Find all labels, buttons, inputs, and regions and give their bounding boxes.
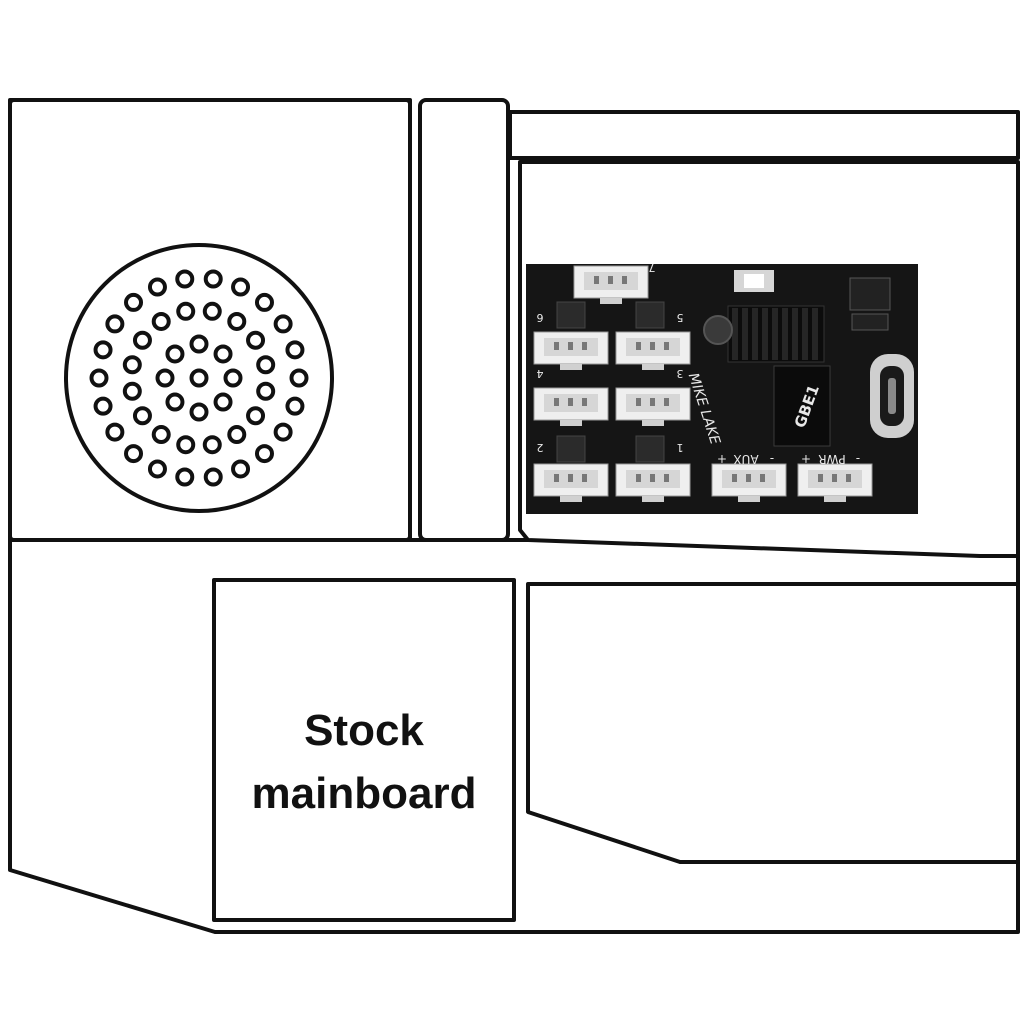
speaker-hole [151, 311, 171, 331]
speaker-hole [256, 381, 276, 401]
speaker-holes [89, 269, 309, 487]
speaker-hole [285, 396, 305, 416]
port-number: 6 [537, 311, 544, 324]
stock-mainboard-label-line1: Stock [304, 706, 424, 755]
ic-eight-pin [851, 313, 889, 331]
aux-label: AUX [733, 452, 758, 466]
jst-connector [573, 265, 649, 304]
aux-plus: + [717, 452, 727, 466]
speaker-hole [203, 269, 223, 289]
speaker-hole [256, 355, 276, 375]
speaker-hole [189, 368, 209, 388]
speaker-hole [254, 292, 274, 312]
speaker-hole [227, 425, 247, 445]
stock-mainboard-label-line2: mainboard [252, 769, 477, 818]
speaker-hole [273, 314, 293, 334]
port-number: 5 [677, 311, 684, 324]
speaker-hole [273, 422, 293, 442]
speaker-hole [213, 392, 233, 412]
speaker-hole [124, 292, 144, 312]
speaker-hole [105, 314, 125, 334]
speaker-hole [175, 467, 195, 487]
speaker-hole [147, 459, 167, 479]
driver-chips [556, 301, 665, 463]
port-number: 1 [677, 441, 684, 454]
jst-connector [615, 463, 691, 502]
speaker-hole [176, 435, 196, 455]
jst-connector [797, 463, 873, 502]
speaker-hole [246, 330, 266, 350]
speaker-hole [165, 392, 185, 412]
speaker-hole [147, 277, 167, 297]
port-number: 2 [537, 441, 544, 454]
speaker-hole [246, 406, 266, 426]
ic-top-right [849, 277, 891, 311]
speaker-hole [285, 340, 305, 360]
speaker-hole [124, 444, 144, 464]
port-number: 3 [677, 367, 684, 380]
speaker-hole [89, 368, 109, 388]
aux-minus: - [770, 452, 774, 466]
heatsink-icon [727, 305, 825, 363]
speaker-hole [122, 355, 142, 375]
speaker-hole [93, 396, 113, 416]
port-number: 4 [537, 367, 544, 380]
speaker-hole [122, 381, 142, 401]
pwr-plus: + [801, 452, 811, 466]
speaker-hole [155, 368, 175, 388]
pcb-connectors [533, 265, 873, 502]
speaker-hole [227, 311, 247, 331]
speaker-grille-icon [64, 243, 334, 513]
speaker-hole [202, 301, 222, 321]
speaker-hole [213, 344, 233, 364]
port-numbers: 7 6 5 4 3 2 1 [537, 261, 684, 454]
speaker-hole [223, 368, 243, 388]
speaker-hole [175, 269, 195, 289]
jst-connector [711, 463, 787, 502]
speaker-hole [165, 344, 185, 364]
speaker-hole [189, 402, 209, 422]
port-number: 7 [649, 261, 656, 274]
lower-right-tray [526, 582, 1020, 864]
main-ic: GBE1 [773, 365, 831, 447]
speaker-hole [93, 340, 113, 360]
speaker-hole [189, 334, 209, 354]
speaker-hole [176, 301, 196, 321]
stock-mainboard-box [212, 578, 516, 922]
pwr-minus: - [856, 452, 860, 466]
speaker-hole [202, 435, 222, 455]
speaker-hole [151, 425, 171, 445]
speaker-hole [132, 330, 152, 350]
pwr-label: PWR [818, 452, 845, 466]
speaker-hole [105, 422, 125, 442]
speaker-hole [231, 459, 251, 479]
jst-connector [615, 331, 691, 370]
speaker-hole [231, 277, 251, 297]
usb-c-port-icon [870, 354, 914, 438]
jst-connector [533, 331, 609, 370]
speaker-hole [254, 444, 274, 464]
jst-connector [533, 463, 609, 502]
speaker-hole [289, 368, 309, 388]
upper-rail [508, 110, 1020, 160]
speaker-hole [203, 467, 223, 487]
center-divider [418, 98, 510, 542]
jst-connector [533, 387, 609, 426]
jst-connector [615, 387, 691, 426]
speaker-hole [132, 406, 152, 426]
inductor [703, 315, 733, 345]
